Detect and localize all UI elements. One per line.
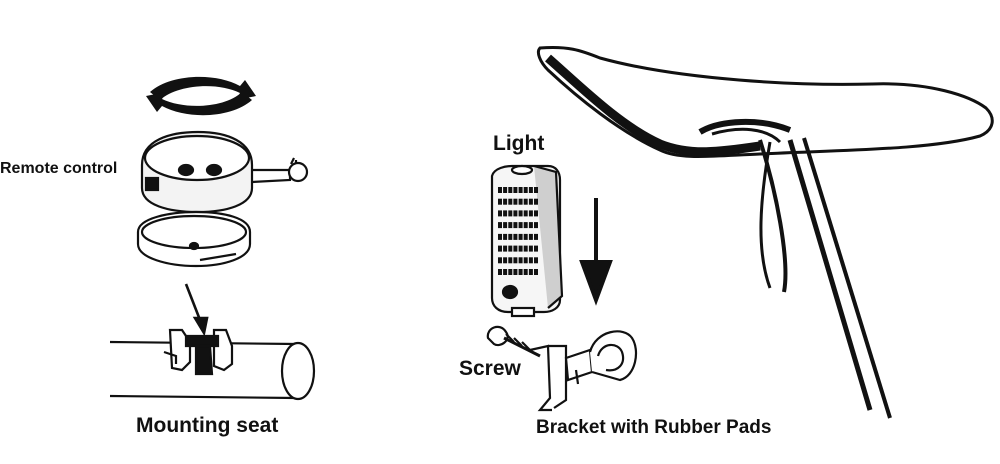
led-dot bbox=[518, 269, 523, 275]
led-dot bbox=[513, 222, 518, 229]
led-dot bbox=[528, 210, 533, 217]
led-dot bbox=[513, 233, 518, 240]
led-dot bbox=[508, 187, 513, 193]
led-dot bbox=[503, 245, 508, 252]
led-dot bbox=[523, 187, 528, 193]
led-dot bbox=[513, 257, 518, 264]
led-dot bbox=[528, 198, 533, 205]
led-dot bbox=[508, 257, 513, 264]
led-dot bbox=[513, 245, 518, 252]
led-dot bbox=[534, 210, 538, 217]
led-dot bbox=[503, 187, 508, 193]
led-dot bbox=[508, 269, 513, 275]
led-dot bbox=[523, 222, 528, 229]
led-dot bbox=[503, 198, 508, 205]
screw-label: Screw bbox=[459, 357, 521, 380]
led-dot bbox=[534, 245, 538, 252]
led-dot bbox=[508, 210, 513, 217]
led-dot bbox=[498, 233, 502, 240]
led-dot bbox=[528, 269, 533, 275]
led-dot bbox=[513, 269, 518, 275]
mounting-seat-illustration bbox=[109, 328, 316, 401]
led-dot bbox=[534, 187, 538, 193]
led-dot bbox=[518, 187, 523, 193]
led-dot bbox=[523, 198, 528, 205]
led-dot bbox=[518, 233, 523, 240]
led-grid bbox=[498, 187, 538, 275]
led-dot bbox=[523, 257, 528, 264]
mounting-seat-label: Mounting seat bbox=[136, 414, 279, 437]
remote-control-label: Remote control bbox=[0, 160, 118, 177]
led-dot bbox=[508, 245, 513, 252]
mounting-ring-illustration bbox=[136, 210, 252, 268]
led-dot bbox=[503, 269, 508, 275]
led-dot bbox=[513, 210, 518, 217]
led-dot bbox=[528, 257, 533, 264]
led-dot bbox=[513, 198, 518, 205]
led-dot bbox=[523, 245, 528, 252]
led-dot bbox=[534, 222, 538, 229]
tail-light-illustration bbox=[490, 164, 564, 318]
led-dot bbox=[518, 257, 523, 264]
led-dot bbox=[518, 222, 523, 229]
led-dot bbox=[528, 245, 533, 252]
led-dot bbox=[528, 222, 533, 229]
led-dot bbox=[498, 222, 502, 229]
led-dot bbox=[508, 198, 513, 205]
led-dot bbox=[503, 257, 508, 264]
led-dot bbox=[534, 233, 538, 240]
led-dot bbox=[528, 187, 533, 193]
bracket-label: Bracket with Rubber Pads bbox=[536, 417, 772, 438]
led-dot bbox=[518, 198, 523, 205]
led-dot bbox=[498, 210, 502, 217]
led-dot bbox=[503, 233, 508, 240]
led-dot bbox=[498, 257, 502, 264]
light-label: Light bbox=[493, 132, 545, 155]
led-dot bbox=[508, 222, 513, 229]
led-dot bbox=[513, 187, 518, 193]
led-dot bbox=[534, 257, 538, 264]
led-dot bbox=[523, 210, 528, 217]
led-dot bbox=[498, 187, 502, 193]
led-dot bbox=[534, 198, 538, 205]
bracket-illustration bbox=[486, 325, 638, 412]
led-dot bbox=[523, 269, 528, 275]
arrow-down-icon bbox=[579, 198, 613, 306]
arrow-down-icon bbox=[184, 283, 209, 337]
led-dot bbox=[508, 233, 513, 240]
led-dot bbox=[498, 245, 502, 252]
led-dot bbox=[498, 269, 502, 275]
led-dot bbox=[498, 198, 502, 205]
led-dot bbox=[503, 210, 508, 217]
led-dot bbox=[534, 269, 538, 275]
led-dot bbox=[523, 233, 528, 240]
led-dot bbox=[518, 245, 523, 252]
remote-control-illustration bbox=[140, 130, 309, 214]
saddle-illustration bbox=[536, 46, 994, 419]
led-dot bbox=[518, 210, 523, 217]
led-dot bbox=[528, 233, 533, 240]
led-dot bbox=[503, 222, 508, 229]
rotate-arrows-icon bbox=[146, 76, 256, 116]
